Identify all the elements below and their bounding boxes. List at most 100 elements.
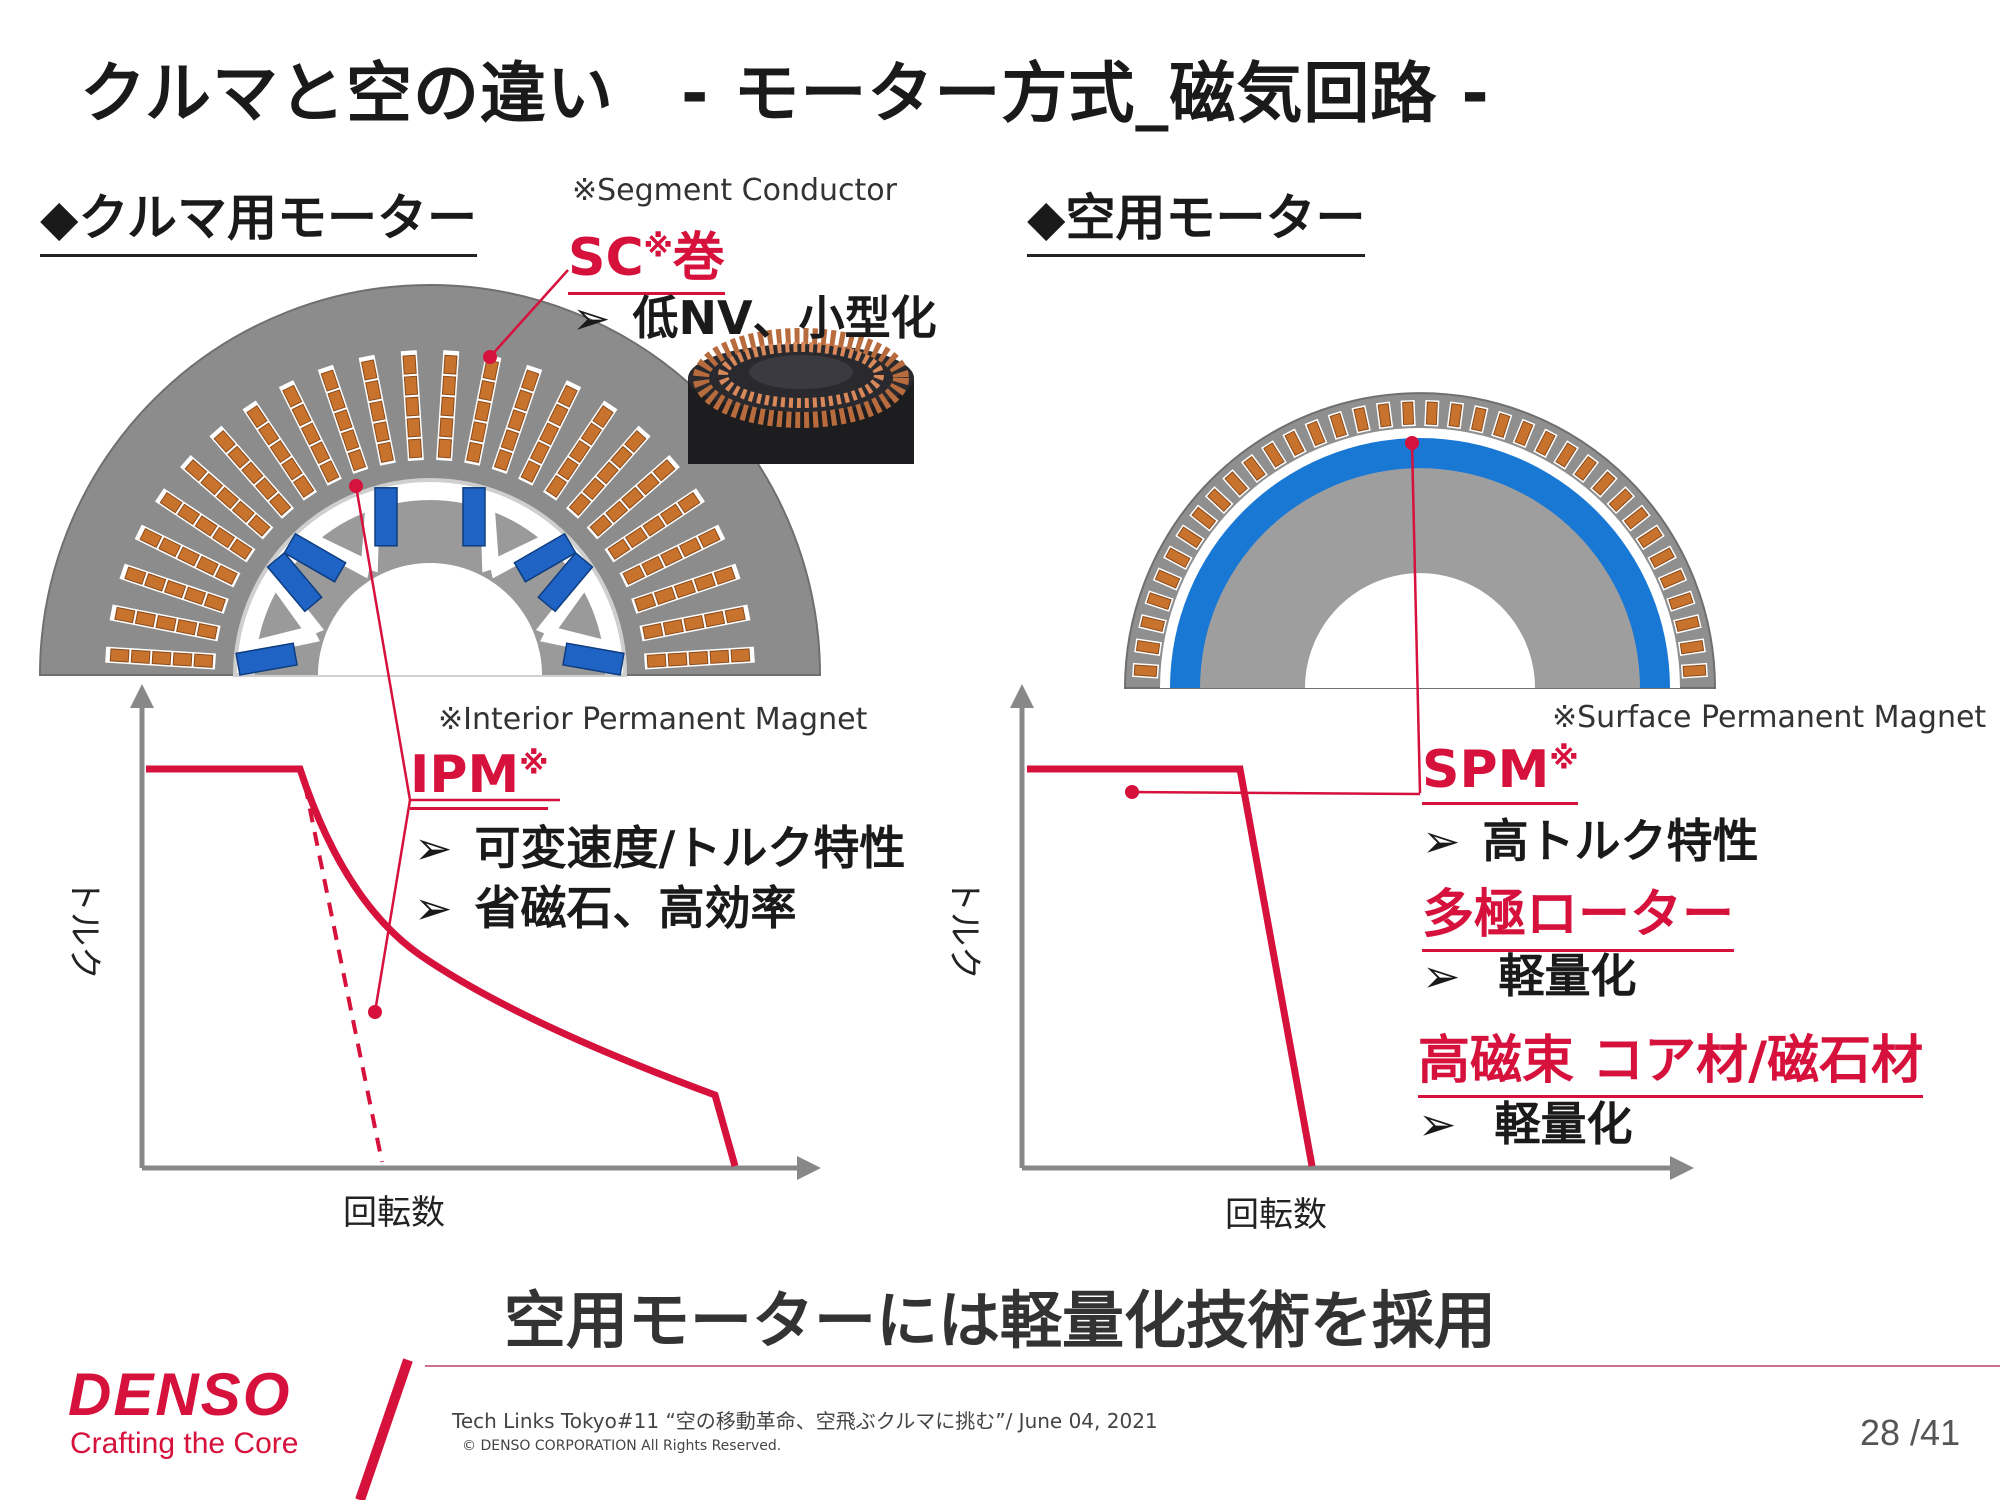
flux-barrier [536,579,588,637]
coil-conductor [693,573,716,592]
coil-slot [134,524,241,588]
magnet [266,551,323,613]
coil-conductor [176,618,198,636]
coil-conductor [177,546,200,567]
coil-conductor [373,421,390,443]
coil-conductor [730,648,751,663]
coil-slot [1132,662,1159,679]
magnet-pair [462,487,577,583]
bullet-arrow-icon: ➢ [414,881,453,935]
coil-conductor [194,515,218,537]
coil-conductor [478,380,495,402]
sc-winding-photo [688,328,914,464]
car-x-axis-label: 回転数 [343,1193,445,1233]
coil-conductor [1674,615,1700,632]
coil-conductor [124,566,147,585]
coil-conductor [1425,401,1438,425]
bullet-arrow-icon: ➢ [1422,949,1461,1003]
coil-slot [1606,486,1636,515]
air-y-axis-label: トルク [944,878,984,980]
coil-conductor [159,491,183,514]
coil-slot [155,488,256,563]
coil-slot [1589,469,1618,498]
brand-tagline: Crafting the Core [70,1427,299,1460]
coil-conductor [1659,569,1686,589]
coil-conductor [607,538,631,560]
coil-conductor [130,649,151,664]
coil-conductor [151,651,172,666]
coil-conductor [365,380,382,402]
coil-conductor [678,537,702,558]
coil-slot [358,354,396,466]
coil-conductor [1146,592,1172,610]
coil-conductor [293,474,315,498]
coil-conductor [1207,488,1232,512]
coil-conductor [155,614,177,632]
coil-conductor [212,526,236,549]
coil-conductor [545,474,567,498]
coil-slot [317,364,369,475]
coil-slot [1491,410,1513,440]
coil-conductor [282,384,303,408]
coil-conductor [548,403,569,427]
coil-slot [1681,662,1708,679]
coil-conductor [646,653,667,668]
coil-conductor [1448,403,1463,428]
coil-conductor [1668,592,1694,610]
ipm-label-mark: ※ [519,746,549,782]
coil-slot [1673,614,1702,634]
coil-conductor [1243,455,1266,481]
coil-conductor [268,493,292,516]
coil-conductor [213,430,236,453]
car-y-axis-label: トルク [64,878,104,980]
coil-conductor [709,649,730,664]
air-motor-heading: ◆空用モーター [1027,178,1366,257]
coil-conductor [1649,547,1675,568]
coil-slot [565,425,651,519]
coil-slot [1621,504,1651,532]
coil-slot [542,400,618,501]
coil-conductor [246,405,268,429]
coil-slot [1163,545,1193,571]
coil-conductor [1329,412,1347,439]
coil-conductor [557,457,579,481]
coil-slot [242,400,318,501]
stator-coil-slots [105,350,755,670]
coil-conductor [596,461,619,485]
coil-conductor [1608,488,1633,512]
coil-conductor [1191,506,1217,530]
coil-conductor [406,417,421,438]
coil-slot [119,563,229,614]
coil-slot [436,350,460,461]
copyright-text: © DENSO CORPORATION All Rights Reserved. [462,1438,782,1454]
coil-conductor [114,606,136,624]
magnet [537,551,594,613]
coil-slot [1304,418,1328,449]
coil-conductor [1263,442,1285,468]
coil-slot [1282,428,1307,459]
ipm-label-text: IPM [410,745,520,805]
coil-slot [639,604,751,642]
coil-conductor [369,400,386,422]
coil-conductor [195,555,219,576]
coil-conductor [673,579,696,599]
coil-conductor [334,409,353,432]
flux-bullet: ➢軽量化 [1418,1088,1633,1154]
coil-slot [1572,453,1600,484]
coil-conductor [1165,547,1191,568]
event-caption: Tech Links Tokyo#11 “空の移動革命、空飛ぶクルマに挑む”/ … [452,1409,1158,1433]
ipm-bullet-2: ➢省磁石、高効率 [414,872,797,938]
coil-slot [1635,524,1665,551]
coil-conductor [172,652,193,667]
coil-conductor [269,439,292,463]
coil-conductor [164,579,187,599]
coil-conductor [1623,506,1649,530]
coil-conductor [610,445,633,469]
coil-conductor [1470,406,1487,432]
sc-label-text: SC [568,228,644,288]
multipole-bullet-text: 軽量化 [1498,949,1637,1003]
coil-conductor [184,459,208,482]
coil-conductor [1402,401,1415,425]
coil-conductor [439,417,454,438]
